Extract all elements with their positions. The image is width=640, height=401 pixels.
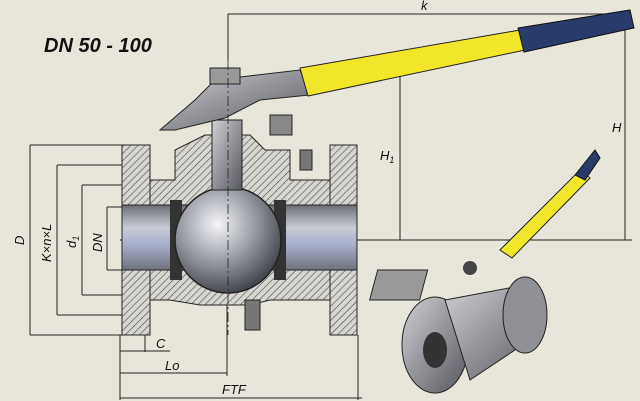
dim-H-label: H xyxy=(612,120,622,135)
dim-d1-label: d1 xyxy=(64,236,81,248)
dim-D-label: D xyxy=(12,236,27,245)
handle-grip xyxy=(517,9,635,53)
dim-C-label: C xyxy=(156,336,166,351)
dim-k-label: k xyxy=(421,0,429,13)
title: DN 50 - 100 xyxy=(44,35,152,57)
dim-Lo-label: Lo xyxy=(165,358,179,373)
dim-KxnxL-label: K×n×L xyxy=(39,224,54,262)
dim-DN-label: DN xyxy=(90,233,105,252)
valve-3d-view xyxy=(368,149,601,394)
handle xyxy=(158,9,635,131)
dim-FTF-label: FTF xyxy=(222,382,247,397)
dim-H1-label: H1 xyxy=(380,148,394,165)
stem xyxy=(211,119,243,191)
valve-body-section xyxy=(121,114,358,336)
